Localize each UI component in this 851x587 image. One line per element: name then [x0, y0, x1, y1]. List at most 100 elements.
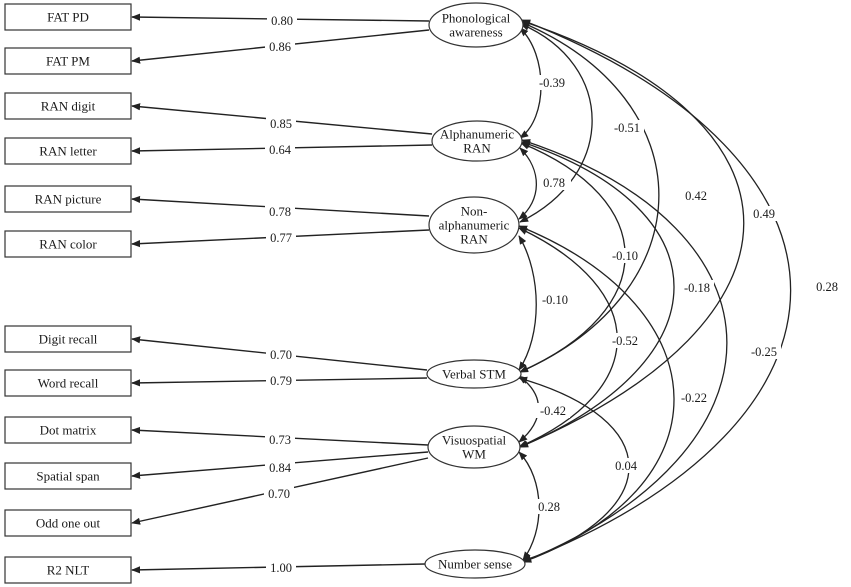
label-backing [679, 188, 713, 203]
loading-value-ran-letter: 0.64 [269, 143, 292, 157]
correlation-curve-aran-ns [521, 139, 728, 563]
correlation-curve-aran-naran [518, 147, 538, 220]
indicator-box [4, 185, 132, 213]
correlation-value-aran-naran: 0.78 [543, 176, 565, 190]
label-backing [266, 373, 296, 387]
indicator-fat-pd: FAT PD [4, 3, 132, 31]
factor-label-line: Non- [461, 204, 488, 219]
factor-ns: Number sense [424, 549, 526, 579]
indicator-label: FAT PD [47, 10, 89, 25]
label-backing [532, 499, 566, 514]
indicator-word-recall: Word recall [4, 369, 132, 397]
correlation-curve-naran-vstm [518, 235, 537, 371]
indicator-box [4, 556, 132, 584]
factor-label-line: RAN [460, 232, 488, 247]
correlation-value-vstm-ns: 0.04 [615, 459, 638, 473]
correlation-value-aran-vwm: -0.18 [684, 281, 710, 295]
label-backing [266, 116, 296, 130]
indicator-ran-letter: RAN letter [4, 137, 132, 165]
label-backing [265, 204, 295, 218]
correlation-curve-pa-vwm [519, 20, 745, 448]
factor-oval [428, 2, 524, 48]
loading-value-fat-pd: 0.80 [271, 14, 293, 28]
correlation-value-naran-vwm: -0.52 [612, 334, 638, 348]
correlation-value-pa-vwm: 0.49 [753, 207, 775, 221]
indicator-fat-pm: FAT PM [4, 47, 132, 75]
indicator-box [4, 230, 132, 258]
indicator-label: Dot matrix [40, 423, 97, 438]
correlation-curve-pa-vstm [519, 21, 660, 373]
label-backing [265, 432, 295, 446]
label-backing [266, 347, 296, 361]
indicator-box [4, 325, 132, 353]
loading-value-word-recall: 0.79 [270, 374, 292, 388]
factor-label-line: RAN [463, 141, 491, 156]
loading-value-dot-matrix: 0.73 [269, 433, 291, 447]
indicator-box [4, 47, 132, 75]
factor-oval [431, 120, 523, 162]
indicator-spatial-span: Spatial span [4, 462, 132, 490]
factor-label-line: Alphanumeric [440, 127, 515, 142]
indicator-label: R2 NLT [47, 563, 90, 578]
indicator-label: FAT PM [46, 54, 90, 69]
indicator-box [4, 92, 132, 120]
indicator-ran-picture: RAN picture [4, 185, 132, 213]
label-backing [608, 333, 642, 348]
correlation-value-pa-vstm: 0.42 [685, 189, 707, 203]
correlation-value-naran-ns: -0.22 [681, 391, 707, 405]
indicator-label: RAN digit [41, 99, 96, 114]
correlation-curve-pa-ns [521, 19, 792, 563]
factor-label-line: Verbal STM [442, 367, 506, 382]
correlation-value-naran-vstm: -0.10 [542, 293, 568, 307]
correlation-value-aran-ns: -0.25 [751, 345, 777, 359]
indicator-ran-color: RAN color [4, 230, 132, 258]
indicator-box [4, 137, 132, 165]
factor-oval [424, 549, 526, 579]
indicator-r2-nlt: R2 NLT [4, 556, 132, 584]
factor-label-line: alphanumeric [439, 218, 510, 233]
label-backing [810, 279, 844, 294]
loading-value-r2-nlt: 1.00 [270, 561, 292, 575]
factor-label-line: awareness [449, 25, 502, 40]
label-backing [609, 458, 643, 473]
factor-oval [426, 359, 522, 389]
correlation-curve-aran-vwm [519, 141, 675, 448]
indicator-label: RAN picture [35, 192, 102, 207]
loading-value-ran-color: 0.77 [270, 231, 292, 245]
label-backing [267, 13, 297, 27]
indicator-dot-matrix: Dot matrix [4, 416, 132, 444]
label-backing [265, 460, 295, 474]
factor-vstm: Verbal STM [426, 359, 522, 389]
loading-value-ran-picture: 0.78 [269, 205, 291, 219]
factor-label-line: WM [462, 447, 486, 462]
loading-value-ran-digit: 0.85 [270, 117, 292, 131]
indicator-box [4, 509, 132, 537]
label-backing [747, 206, 781, 221]
correlation-value-vwm-ns: 0.28 [538, 500, 560, 514]
correlation-curves [518, 19, 792, 563]
factor-oval [428, 196, 520, 254]
factor-label-line: Visuospatial [442, 433, 507, 448]
indicator-digit-recall: Digit recall [4, 325, 132, 353]
label-backing [610, 120, 644, 135]
label-backing [608, 248, 642, 263]
correlation-curve-naran-ns [518, 225, 675, 562]
label-backing [680, 280, 714, 295]
indicator-label: RAN letter [39, 144, 97, 159]
label-backing [677, 390, 711, 405]
correlation-value-aran-vstm: -0.10 [612, 249, 638, 263]
indicator-box [4, 462, 132, 490]
label-backing [536, 403, 570, 418]
label-backing [535, 75, 569, 90]
label-backing [266, 230, 296, 244]
factor-label-line: Phonological [442, 11, 511, 26]
indicator-ran-digit: RAN digit [4, 92, 132, 120]
label-backing [265, 39, 295, 53]
indicator-label: Digit recall [39, 332, 98, 347]
